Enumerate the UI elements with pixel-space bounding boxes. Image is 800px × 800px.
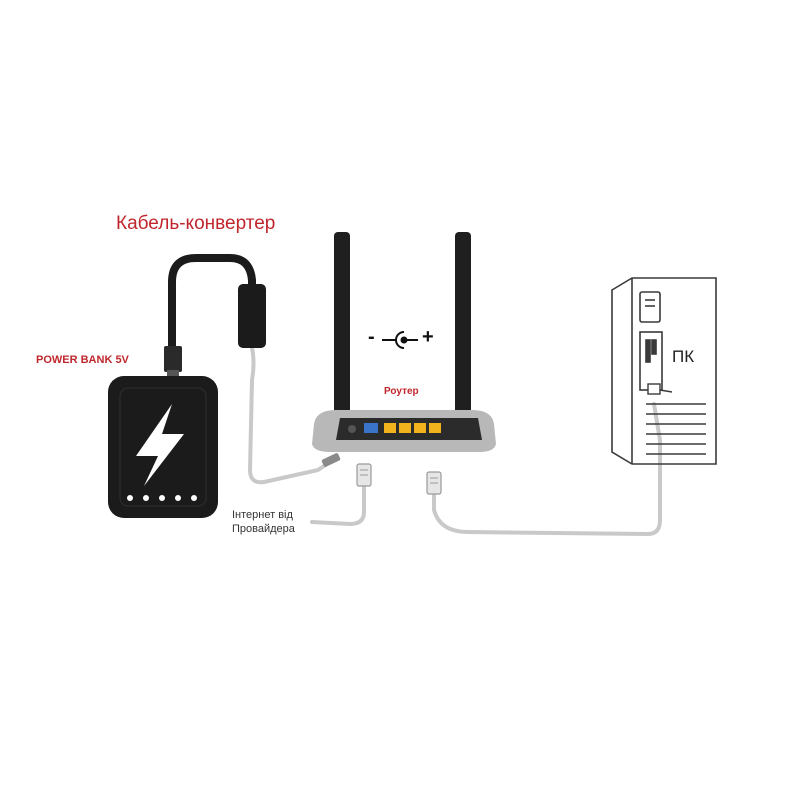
lan-ethernet-plug bbox=[426, 471, 442, 495]
pc-network-port bbox=[647, 383, 661, 395]
router-lan-port bbox=[414, 423, 426, 433]
router-wan-port bbox=[364, 423, 378, 433]
converter-cable-label: Кабель-конвертер bbox=[116, 213, 276, 234]
router-antenna-left bbox=[334, 232, 350, 442]
dc-power-cable bbox=[248, 346, 338, 485]
converter-adapter bbox=[238, 284, 266, 348]
router bbox=[312, 232, 496, 452]
polarity-minus: - bbox=[368, 326, 376, 348]
charge-level-dots bbox=[127, 495, 197, 501]
router-lan-port bbox=[384, 423, 396, 433]
power-bank-label: POWER BANK 5V bbox=[36, 354, 129, 366]
isp-ethernet-plug bbox=[356, 463, 372, 487]
pc-ethernet-cable bbox=[432, 402, 662, 536]
polarity-plus: + bbox=[422, 326, 435, 348]
cables bbox=[168, 254, 662, 536]
isp-label: Інтернет від Провайдера bbox=[232, 508, 295, 536]
router-lan-port bbox=[429, 423, 441, 433]
pc-label: ПК bbox=[672, 347, 695, 366]
isp-ethernet-cable bbox=[310, 484, 366, 526]
power-bank bbox=[108, 376, 218, 518]
isp-label-line1: Інтернет від bbox=[232, 509, 293, 521]
pc-port-pointer bbox=[659, 389, 673, 393]
isp-label-line2: Провайдера bbox=[232, 523, 295, 535]
usb-cable bbox=[168, 254, 256, 356]
lightning-bolt-icon bbox=[136, 404, 184, 486]
dc-polarity-icon bbox=[382, 331, 418, 349]
usb-plug bbox=[164, 346, 182, 372]
pc-tower bbox=[611, 277, 717, 465]
router-antenna-right bbox=[455, 232, 471, 442]
router-power-jack bbox=[348, 425, 356, 433]
router-lan-port bbox=[399, 423, 411, 433]
usb-plug-tip bbox=[167, 370, 179, 378]
router-label: Роутер bbox=[384, 386, 419, 397]
dc-plug bbox=[321, 453, 341, 467]
